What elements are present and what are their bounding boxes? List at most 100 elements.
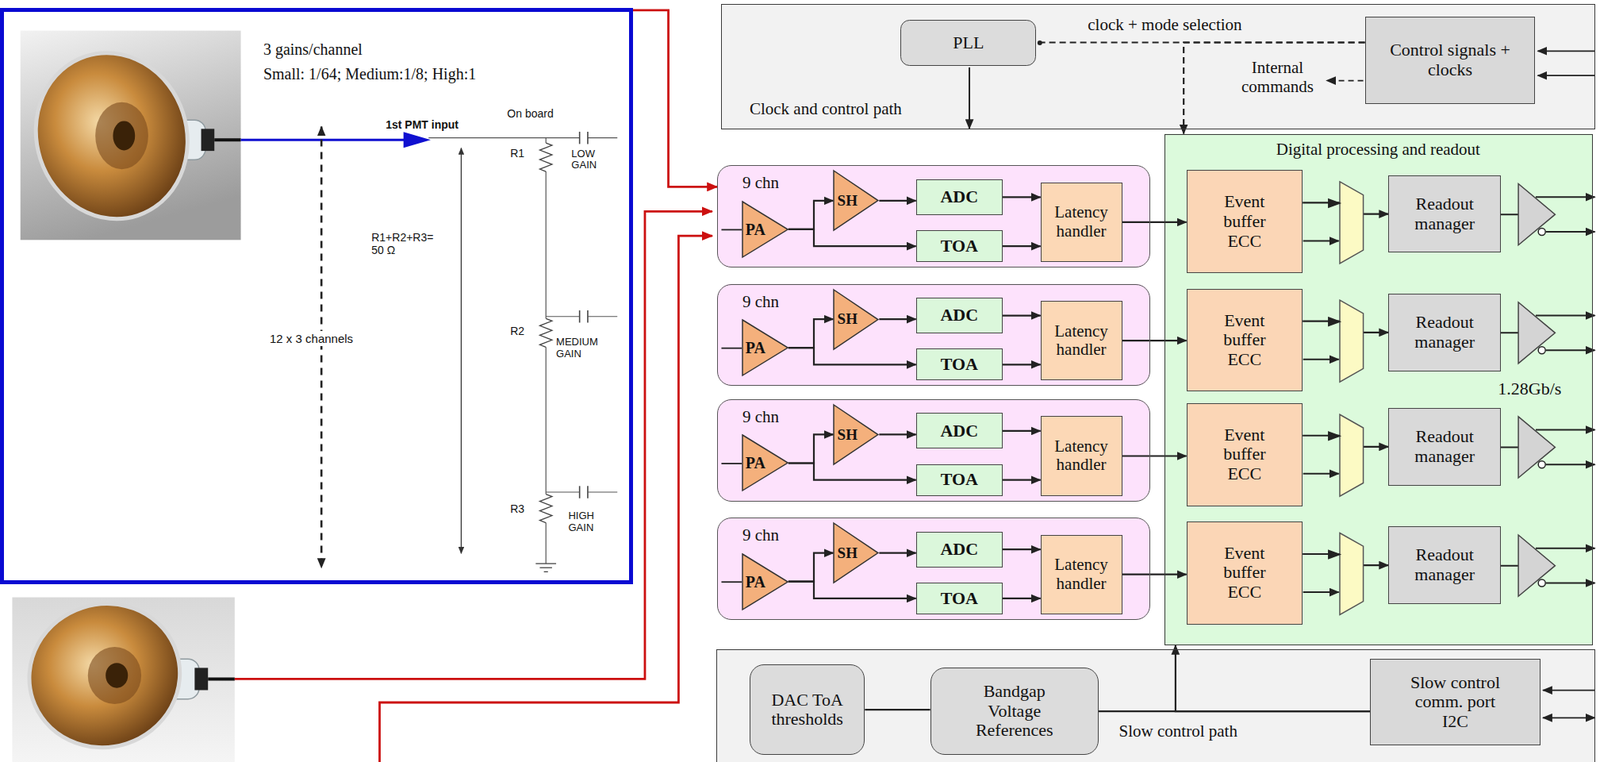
panel-heading: 9 chn	[742, 407, 779, 427]
connector	[788, 552, 834, 582]
box-label: SH	[837, 544, 858, 561]
wire	[587, 491, 618, 492]
box-label: PLL	[952, 33, 984, 54]
label-holder: 1st PMT input	[385, 118, 459, 131]
wire	[545, 171, 547, 319]
label-holder: R2	[510, 324, 525, 338]
box-label: TOA	[940, 236, 979, 257]
pmt-dome	[10, 583, 199, 762]
multiplexer-symbol	[1339, 181, 1364, 264]
preamp-triangle: PA	[741, 318, 789, 377]
input-stub	[721, 462, 742, 465]
readout-manager-box: Readout manager	[1388, 175, 1501, 254]
connector	[1122, 573, 1187, 576]
output-driver-symbol	[1518, 184, 1555, 246]
shaper-triangle: SH	[832, 169, 879, 231]
wire	[428, 137, 580, 139]
multiplexer-symbol	[1339, 414, 1364, 496]
panel-fill	[1164, 134, 1593, 645]
label-holder: R1+R2+R3= 50 Ω	[371, 230, 448, 257]
connector	[1002, 597, 1041, 599]
shaper-triangle: SH	[832, 521, 879, 584]
box-label: DAC ToA thresholds	[766, 690, 848, 730]
panel-heading: Digital processing and readout	[1276, 140, 1481, 160]
ground-symbol	[539, 567, 552, 568]
box-label: SH	[837, 425, 858, 443]
input-arrow	[1538, 49, 1596, 52]
resistor-symbol	[539, 494, 552, 523]
data-rate-label: 1.28Gb/s	[1497, 378, 1562, 399]
pmt-cable	[207, 676, 235, 680]
i2c-arrow	[1542, 689, 1596, 691]
box-label: PA	[745, 453, 766, 472]
adc-box: ADC	[916, 531, 1003, 568]
text-holder: 9 chn	[742, 173, 779, 193]
box-label: Control signals + clocks	[1388, 40, 1513, 80]
panel-fill	[716, 648, 1596, 762]
box-label: TOA	[940, 354, 979, 375]
inverter-bubble	[1538, 346, 1546, 354]
inverter-bubble	[1538, 579, 1546, 587]
box-label: ADC	[940, 539, 979, 560]
box-label: SH	[837, 310, 858, 327]
differential-output	[1535, 547, 1596, 549]
pmt-photo	[14, 30, 241, 241]
pmt-signal-wire	[379, 235, 713, 762]
differential-output	[1535, 195, 1596, 198]
connector	[878, 318, 916, 320]
connector	[1183, 42, 1365, 135]
resistor-symbol	[539, 318, 552, 347]
wire	[545, 346, 547, 494]
mux-input-arrow	[1303, 590, 1340, 593]
box-label: PA	[745, 220, 766, 238]
event-buffer-box: Event buffer ECC	[1186, 521, 1304, 625]
adc-box: ADC	[916, 179, 1003, 215]
inverter-bubble	[1538, 227, 1546, 235]
connector	[878, 433, 916, 435]
clock-arrow	[968, 67, 971, 129]
slow-control-panel: Slow control pathDAC ToA thresholdsBandg…	[716, 648, 1596, 762]
amplifier-triangle	[742, 434, 788, 491]
signal-label: Internal commands	[1236, 57, 1319, 96]
preamp-triangle: PA	[741, 200, 789, 258]
connector	[1002, 429, 1041, 432]
connector	[1035, 41, 1365, 43]
amplifier-triangle	[742, 201, 788, 258]
pmt-dynode	[88, 646, 142, 704]
panel-heading: Small: 1/64; Medium:1/8; High:1	[263, 65, 476, 83]
amplifier-triangle	[833, 404, 879, 465]
connector	[1002, 548, 1041, 550]
toa-box: TOA	[916, 464, 1003, 496]
amplifier-triangle	[742, 553, 788, 610]
pmt-dynode	[95, 102, 149, 169]
connector	[1002, 195, 1041, 198]
output-driver-symbol	[1518, 302, 1555, 364]
junction-dot	[1037, 40, 1043, 46]
toa-box: TOA	[916, 230, 1003, 262]
control-signals-box: Control signals + clocks	[1365, 16, 1536, 104]
box-label: Event buffer ECC	[1208, 310, 1281, 370]
box-label: Bandgap Voltage References	[958, 681, 1071, 741]
box-label: Event buffer ECC	[1208, 191, 1281, 251]
differential-output	[1546, 230, 1596, 233]
panel-heading: 9 chn	[742, 173, 779, 193]
panel-heading: 9 chn	[742, 292, 779, 312]
connector	[878, 199, 916, 202]
input-stub	[721, 229, 742, 231]
amplifier-triangle	[833, 170, 879, 231]
latency-handler-box: Latency handler	[1040, 300, 1123, 380]
input-stub	[721, 580, 742, 583]
resistor-symbol	[539, 142, 552, 172]
channel-count-label: 12 x 3 channels	[267, 330, 356, 346]
event-buffer-box: Event buffer ECC	[1186, 288, 1304, 392]
mux-input-arrow	[1303, 358, 1340, 361]
panel-fill	[717, 164, 1150, 268]
connector	[1122, 339, 1187, 342]
box-label: Latency handler	[1041, 555, 1122, 593]
box-label: PA	[745, 338, 766, 357]
box-label: TOA	[940, 588, 979, 609]
wire	[587, 137, 618, 139]
connector	[1002, 363, 1041, 365]
bandgap-box: Bandgap Voltage References	[930, 667, 1099, 756]
readout-manager-box: Readout manager	[1388, 407, 1501, 486]
